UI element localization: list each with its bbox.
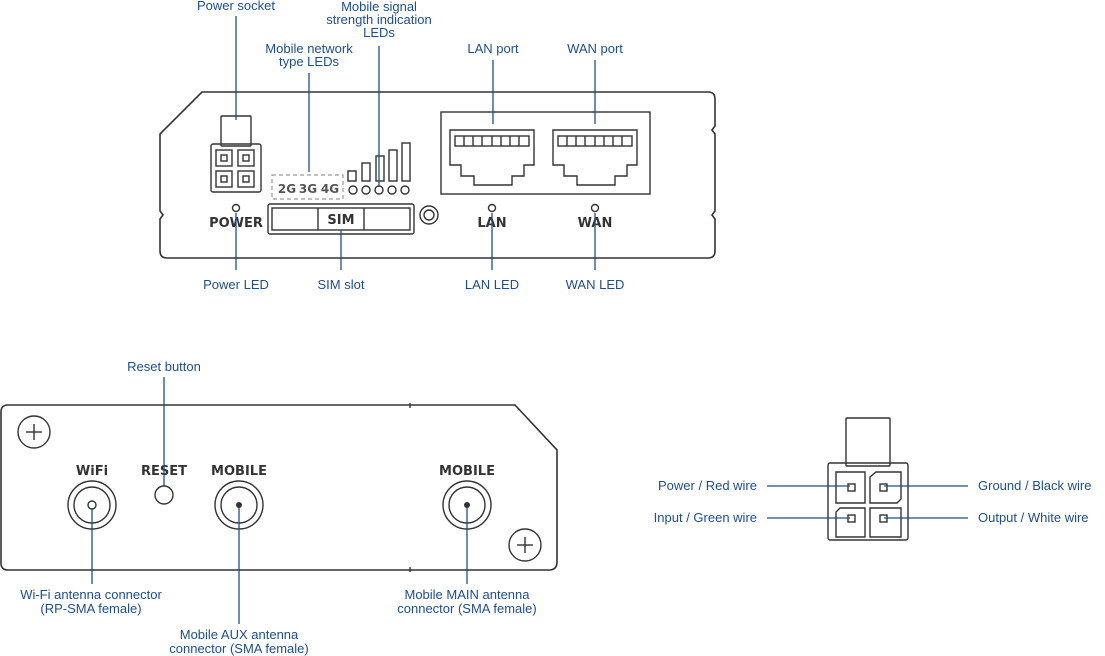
callout-mobile-signal-line2: strength indication xyxy=(326,12,432,27)
back-callout-leaders xyxy=(91,377,468,624)
net-3g-label: 3G xyxy=(299,182,317,196)
signal-strength-leds xyxy=(348,185,410,195)
ethernet-ports-frame xyxy=(440,111,651,195)
lan-port xyxy=(449,129,535,186)
callout-main-antenna-line2: connector (SMA female) xyxy=(397,601,536,616)
sim-label: SIM xyxy=(327,213,354,228)
power-connector-pinout xyxy=(827,417,909,541)
mobile-aux-label: MOBILE xyxy=(211,464,267,479)
callout-ground-black-wire: Ground / Black wire xyxy=(978,478,1091,493)
callout-power-red-wire: Power / Red wire xyxy=(658,478,757,493)
callout-network-type-line1: Mobile network xyxy=(265,41,353,56)
lan-led-indicator xyxy=(487,203,497,213)
callout-wan-port: WAN port xyxy=(567,41,623,56)
screw-top-left xyxy=(17,415,51,449)
callout-input-green-wire: Input / Green wire xyxy=(654,510,757,525)
front-callout-leaders xyxy=(235,16,596,270)
wan-port xyxy=(552,129,638,186)
power-led-indicator xyxy=(231,203,241,213)
callout-lan-led: LAN LED xyxy=(465,277,519,292)
pinout-leaders xyxy=(767,485,968,519)
wan-led-indicator xyxy=(590,203,600,213)
sim-eject-button xyxy=(419,205,439,225)
callout-aux-antenna-line2: connector (SMA female) xyxy=(169,641,308,656)
callout-power-socket: Power socket xyxy=(197,0,275,13)
net-2g-label: 2G xyxy=(278,182,296,196)
mobile-main-label: MOBILE xyxy=(439,464,495,479)
callout-reset-button: Reset button xyxy=(127,359,201,374)
callout-lan-port: LAN port xyxy=(467,41,519,56)
net-4g-label: 4G xyxy=(321,182,339,196)
callout-mobile-signal-line3: LEDs xyxy=(363,25,395,40)
callout-sim-slot: SIM slot xyxy=(318,277,365,292)
callout-wifi-antenna-line2: (RP-SMA female) xyxy=(40,601,141,616)
callout-wifi-antenna-line1: Wi-Fi antenna connector xyxy=(20,587,162,602)
back-panel-outline xyxy=(0,404,558,571)
front-panel-outline xyxy=(159,91,716,259)
callout-aux-antenna-line1: Mobile AUX antenna xyxy=(180,627,299,642)
front-panel: POWER 2G 3G 4G SIM xyxy=(159,91,716,259)
callout-network-type-line2: type LEDs xyxy=(279,54,339,69)
callout-output-white-wire: Output / White wire xyxy=(978,510,1089,525)
front-power-socket xyxy=(210,115,262,193)
back-panel: WiFi RESET MOBILE MOBILE xyxy=(0,403,558,572)
callout-power-led: Power LED xyxy=(203,277,269,292)
network-type-led-group xyxy=(271,174,344,200)
callout-mobile-signal-line1: Mobile signal xyxy=(341,0,417,14)
screw-bottom-right xyxy=(508,528,542,562)
wifi-label: WiFi xyxy=(76,464,108,479)
signal-strength-bars xyxy=(347,142,411,182)
callout-main-antenna-line1: Mobile MAIN antenna xyxy=(404,587,530,602)
callout-wan-led: WAN LED xyxy=(566,277,625,292)
